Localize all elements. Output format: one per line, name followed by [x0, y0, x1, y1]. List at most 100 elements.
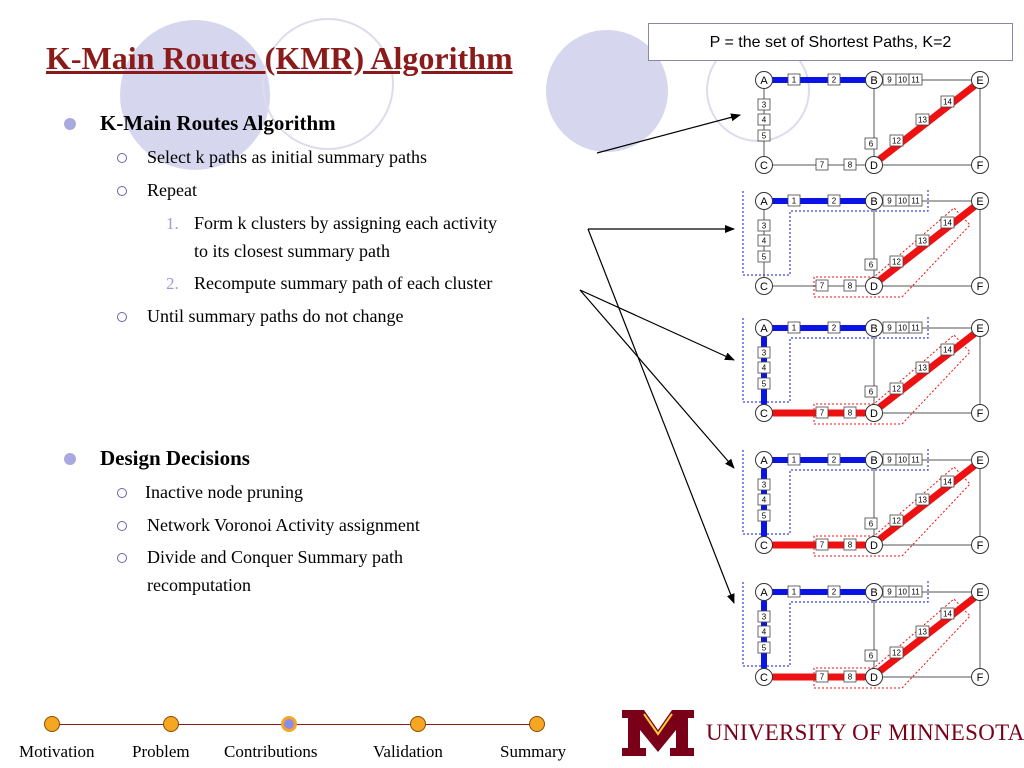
nav-dot-contributions[interactable]: [281, 716, 297, 732]
edge-label: 11: [911, 76, 920, 85]
arrow: [587, 228, 735, 604]
university-logo-icon: [622, 710, 694, 756]
edge-label-box: [915, 113, 930, 126]
edge-label: 9: [887, 76, 892, 85]
decor-circle: [546, 30, 668, 152]
network-node-label: A: [760, 75, 768, 87]
nav-dot-motivation[interactable]: [44, 716, 60, 732]
edge-label: 8: [848, 282, 853, 291]
edge-label-box: [843, 279, 857, 292]
design-item: Network Voronoi Activity assignment: [147, 515, 420, 535]
step-select: Select k paths as initial summary paths: [147, 147, 427, 167]
edge-label: 14: [943, 610, 952, 619]
network-node-label: D: [870, 672, 878, 684]
nav-dot-summary[interactable]: [529, 716, 545, 732]
network-node-label: D: [870, 281, 878, 293]
edge-label: 7: [820, 409, 825, 418]
nav-contributions[interactable]: Contributions: [224, 742, 318, 761]
edge-label: 7: [820, 282, 825, 291]
network-node: [755, 583, 773, 601]
network-node: [971, 71, 989, 89]
nav-dot-problem[interactable]: [163, 716, 179, 732]
edge-label: 4: [762, 364, 767, 373]
edge-label: 12: [892, 137, 901, 146]
edge-label: 12: [892, 385, 901, 394]
network-node-label: A: [760, 587, 768, 599]
nav-summary[interactable]: Summary: [500, 742, 567, 761]
network-node: [971, 277, 989, 295]
edge-label-box: [864, 517, 878, 530]
edge-label: 14: [943, 346, 952, 355]
network-node-label: F: [977, 160, 984, 172]
ring-bullet-icon: [117, 186, 127, 196]
edge-label-box: [889, 255, 904, 268]
edge-label: 11: [911, 197, 920, 206]
nav-dot-validation[interactable]: [410, 716, 426, 732]
edge-label-box: [815, 158, 829, 171]
network-node-label: D: [870, 540, 878, 552]
edge-label-box: [757, 610, 771, 623]
nav-validation[interactable]: Validation: [373, 742, 443, 761]
network-node-label: B: [870, 455, 877, 467]
edge-label: 11: [911, 456, 920, 465]
edge-label-box: [915, 234, 930, 247]
edge-label-box: [757, 113, 771, 126]
nav-problem[interactable]: Problem: [132, 742, 190, 761]
edge-label-box: [757, 219, 771, 232]
arrow: [579, 289, 735, 469]
design-item-cont: recomputation: [147, 575, 251, 595]
edge-label: 7: [820, 541, 825, 550]
blue-cluster-outline: [742, 189, 929, 276]
network-node: [971, 451, 989, 469]
edge-label-box: [940, 216, 955, 229]
edge-label-box: [864, 385, 878, 398]
edge-label: 10: [898, 588, 907, 597]
nav-motivation[interactable]: Motivation: [19, 742, 95, 761]
edge-label: 11: [911, 324, 920, 333]
network-node-label: B: [870, 323, 877, 335]
edge-label: 13: [918, 364, 927, 373]
edge-label-box: [815, 279, 829, 292]
network-node-label: F: [977, 281, 984, 293]
network-node-label: E: [976, 75, 983, 87]
edge-label: 6: [869, 388, 874, 397]
edge-label: 1: [792, 588, 797, 597]
network-node-label: C: [760, 281, 768, 293]
edge-label-box: [757, 377, 771, 390]
edge-label-box: [757, 478, 771, 491]
edge-label: 13: [918, 116, 927, 125]
blue-cluster-outline: [742, 580, 929, 667]
network-node: [865, 583, 883, 601]
edge-label-box: [889, 382, 904, 395]
ring-bullet-icon: [117, 553, 127, 563]
edge-label-box: [815, 406, 829, 419]
network-node-label: A: [760, 323, 768, 335]
edge-label: 10: [898, 197, 907, 206]
network-node: [971, 404, 989, 422]
edge-label: 3: [762, 613, 767, 622]
edge-label: 13: [918, 496, 927, 505]
edge-label: 9: [887, 324, 892, 333]
network-node: [971, 319, 989, 337]
network-node: [755, 404, 773, 422]
edge-label: 4: [762, 116, 767, 125]
network-node: [865, 192, 883, 210]
edge-label-box: [864, 137, 878, 150]
network-node-label: E: [976, 323, 983, 335]
edge-label: 8: [848, 161, 853, 170]
edge-label-box: [787, 194, 801, 207]
edge-label: 2: [832, 456, 837, 465]
blue-cluster-outline: [742, 316, 929, 403]
bullet-icon: [64, 118, 76, 130]
edge-label: 7: [820, 161, 825, 170]
edge-label-box: [940, 475, 955, 488]
network-node-label: E: [976, 587, 983, 599]
network-node: [755, 192, 773, 210]
network-node: [755, 71, 773, 89]
step-until: Until summary paths do not change: [147, 306, 404, 326]
edge-label-box: [908, 321, 923, 334]
